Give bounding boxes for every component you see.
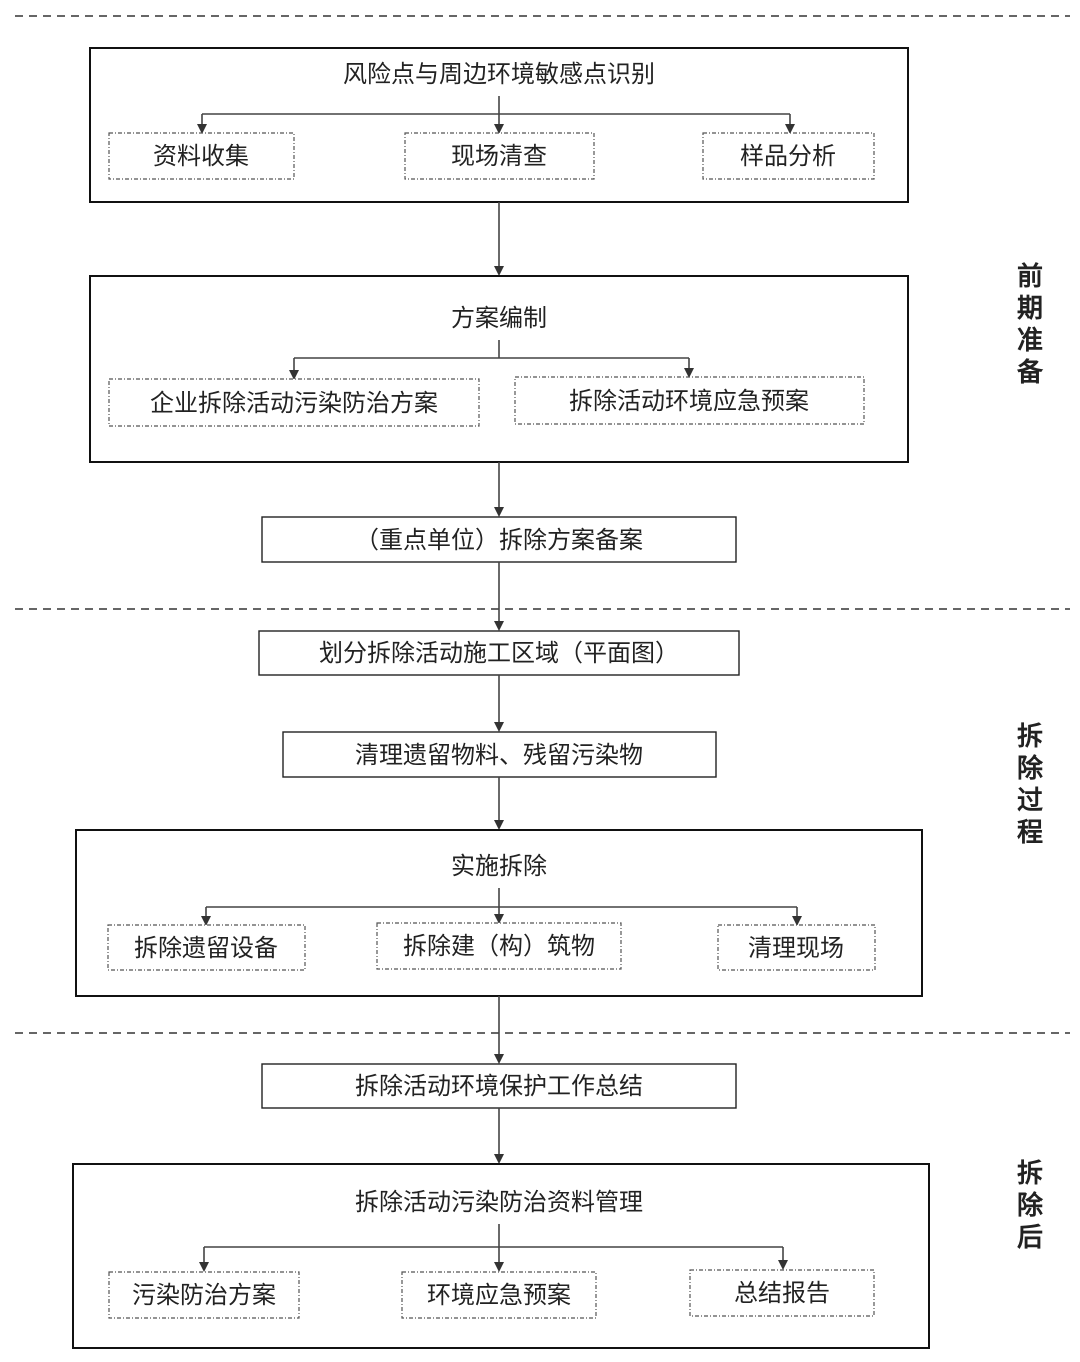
phase-char: 后 [1017, 1223, 1043, 1253]
sub-box-summary-report [689, 1269, 875, 1317]
step-zoning [258, 630, 740, 676]
phase-char: 过 [1017, 786, 1043, 816]
step-summary [261, 1063, 737, 1109]
sub-box-environmental-emergency-plan-label: 环境应急预案 [427, 1281, 571, 1309]
sub-box-remove-equipment-label: 拆除遗留设备 [134, 934, 278, 962]
group-plan-preparation-title: 方案编制 [451, 304, 547, 332]
step-plan-filing-label: （重点单位）拆除方案备案 [355, 526, 643, 554]
phase-char: 除 [1017, 1190, 1044, 1221]
sub-box-emergency-plan-label: 拆除活动环境应急预案 [569, 387, 809, 415]
phase-label-process: 拆 除 过 程 [1017, 722, 1044, 848]
sub-box-data-collection [108, 132, 295, 180]
sub-box-sample-analysis [702, 132, 875, 180]
phase-char: 拆 [1017, 1159, 1043, 1189]
phase-char: 拆 [1017, 722, 1043, 752]
sub-box-summary-report-label: 总结报告 [734, 1279, 830, 1307]
sub-box-enterprise-plan-label: 企业拆除活动污染防治方案 [150, 389, 438, 417]
sub-box-site-inspection [404, 132, 595, 180]
step-cleanup [282, 731, 717, 778]
sub-box-pollution-plan-label: 污染防治方案 [132, 1281, 276, 1309]
sub-box-sample-analysis-label: 样品分析 [740, 142, 836, 170]
sub-box-clean-site [717, 924, 876, 971]
sub-box-enterprise-plan [108, 378, 480, 427]
sub-box-pollution-plan [108, 1271, 300, 1319]
step-cleanup-label: 清理遗留物料、残留污染物 [355, 741, 643, 769]
sub-box-clean-site-label: 清理现场 [748, 934, 844, 962]
step-summary-label: 拆除活动环境保护工作总结 [355, 1072, 643, 1100]
phase-label-preparation: 前 期 准 备 [1016, 261, 1044, 388]
sub-box-site-inspection-label: 现场清查 [451, 142, 547, 170]
sub-box-remove-structures [376, 922, 622, 970]
sub-box-data-collection-label: 资料收集 [153, 142, 249, 170]
step-plan-filing [261, 516, 737, 563]
phase-char: 期 [1017, 294, 1043, 324]
phase-char: 程 [1017, 818, 1043, 848]
group-demolition-title: 实施拆除 [451, 852, 547, 880]
phase-char: 前 [1017, 261, 1043, 292]
phase-char: 准 [1017, 326, 1043, 356]
group-risk-identification-title: 风险点与周边环境敏感点识别 [343, 60, 655, 88]
sub-box-environmental-emergency-plan [401, 1271, 597, 1319]
sub-box-emergency-plan [514, 376, 865, 425]
sub-box-remove-equipment [107, 924, 306, 971]
phase-char: 备 [1016, 358, 1044, 388]
phase-char: 除 [1017, 753, 1044, 784]
phase-label-after: 拆 除 后 [1017, 1159, 1044, 1253]
group-data-management-title: 拆除活动污染防治资料管理 [355, 1188, 643, 1216]
sub-box-remove-structures-label: 拆除建（构）筑物 [403, 932, 595, 960]
step-zoning-label: 划分拆除活动施工区域（平面图） [319, 639, 679, 667]
